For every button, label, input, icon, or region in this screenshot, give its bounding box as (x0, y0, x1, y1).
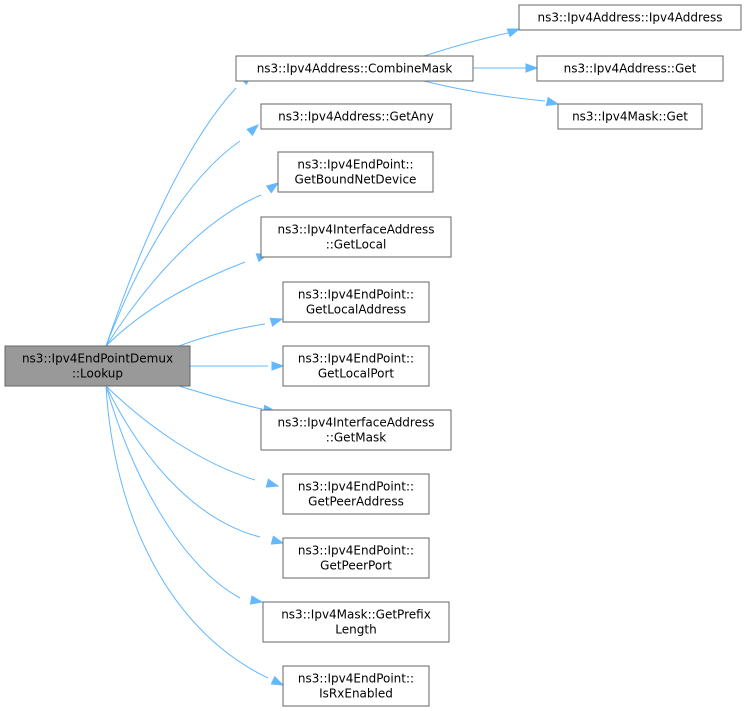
node-label: ::Lookup (72, 367, 123, 381)
arrowhead-icon (269, 317, 284, 327)
edge-line (105, 261, 246, 347)
node-box (262, 601, 450, 643)
edge-line (105, 87, 237, 347)
edge-root-to-get_local_address (178, 317, 284, 347)
node-get-local-address[interactable]: ns3::Ipv4EndPoint::GetLocalAddress (282, 281, 430, 323)
edge-line (105, 140, 241, 347)
node-label: GetPeerPort (320, 559, 392, 573)
arrowhead-icon (246, 124, 260, 137)
node-box (235, 55, 474, 82)
edge-root-to-get_peer_address (105, 385, 280, 488)
node-get-any[interactable]: ns3::Ipv4Address::GetAny (260, 103, 452, 130)
node-label: ns3::Ipv4EndPoint:: (298, 480, 414, 494)
node-label: ns3::Ipv4Mask::GetPrefix (281, 608, 431, 622)
node-label: ns3::Ipv4Mask::Get (572, 110, 688, 124)
node-label: ns3::Ipv4EndPoint:: (298, 544, 414, 558)
node-iface-get-local[interactable]: ns3::Ipv4InterfaceAddress::GetLocal (260, 216, 452, 258)
arrowhead-icon (525, 63, 539, 73)
node-label: GetPeerAddress (308, 495, 404, 509)
node-iface-get-mask[interactable]: ns3::Ipv4InterfaceAddress::GetMask (260, 409, 452, 451)
node-label: ns3::Ipv4Address::Ipv4Address (537, 11, 722, 25)
node-box (536, 55, 724, 82)
arrowhead-icon (270, 675, 285, 686)
arrowhead-icon (265, 182, 280, 194)
node-label: ::GetLocal (326, 238, 387, 252)
edge-line (423, 32, 509, 57)
node-box (282, 665, 430, 707)
node-label: ns3::Ipv4EndPoint:: (298, 288, 414, 302)
arrowhead-icon (545, 96, 560, 107)
node-box (282, 345, 430, 387)
edge-line (105, 385, 261, 538)
arrowhead-icon (249, 595, 264, 605)
node-ipv4mask-get[interactable]: ns3::Ipv4Mask::Get (557, 103, 703, 130)
node-box (260, 409, 452, 451)
node-ipv4address-get[interactable]: ns3::Ipv4Address::Get (536, 55, 724, 82)
node-label: ns3::Ipv4InterfaceAddress (278, 416, 435, 430)
node-get-peer-port[interactable]: ns3::Ipv4EndPoint::GetPeerPort (282, 537, 430, 579)
node-combine-mask[interactable]: ns3::Ipv4Address::CombineMask (235, 55, 474, 82)
node-box (557, 103, 703, 130)
node-is-rx-enabled[interactable]: ns3::Ipv4EndPoint::IsRxEnabled (282, 665, 430, 707)
node-box (4, 345, 191, 387)
edge-line (423, 80, 546, 102)
arrowhead-icon (265, 478, 280, 488)
node-root[interactable]: ns3::Ipv4EndPointDemux::Lookup (4, 345, 191, 387)
node-label: Length (335, 623, 376, 637)
node-box (260, 216, 452, 258)
edge-line (105, 385, 241, 599)
edge-root-to-get_local_port (190, 361, 285, 371)
edge-root-to-combine_mask (105, 73, 254, 347)
node-box (518, 4, 742, 31)
edge-root-to-iface_get_mask (178, 385, 277, 414)
edge-root-to-get_peer_port (105, 385, 285, 545)
node-label: ns3::Ipv4EndPoint:: (298, 352, 414, 366)
edge-root-to-get_prefix_length (105, 385, 264, 605)
node-box (277, 151, 434, 193)
node-get-peer-address[interactable]: ns3::Ipv4EndPoint::GetPeerAddress (282, 473, 430, 515)
edge-line (105, 385, 256, 481)
arrowhead-icon (271, 361, 285, 371)
node-box (282, 281, 430, 323)
edge-line (178, 323, 266, 347)
edge-combine_mask-to-ipv4mask_get (423, 80, 560, 107)
edge-line (105, 194, 262, 347)
node-label: ns3::Ipv4EndPointDemux (22, 352, 173, 366)
node-label: IsRxEnabled (319, 687, 393, 701)
edge-root-to-iface_get_local (105, 253, 270, 347)
node-box (282, 537, 430, 579)
node-label: GetLocalPort (318, 367, 395, 381)
edge-root-to-get_bound_net_device (105, 182, 280, 347)
node-label: ns3::Ipv4InterfaceAddress (278, 223, 435, 237)
node-get-local-port[interactable]: ns3::Ipv4EndPoint::GetLocalPort (282, 345, 430, 387)
node-label: GetBoundNetDevice (295, 173, 417, 187)
node-label: ns3::Ipv4Address::GetAny (278, 110, 434, 124)
node-box (282, 473, 430, 515)
edge-combine_mask-to-ipv4address_get (473, 63, 539, 73)
edge-root-to-get_any (105, 124, 260, 347)
node-ipv4address-ctor[interactable]: ns3::Ipv4Address::Ipv4Address (518, 4, 742, 31)
node-label: ns3::Ipv4EndPoint:: (298, 672, 414, 686)
edge-line (105, 385, 269, 679)
node-label: ns3::Ipv4Address::CombineMask (257, 62, 453, 76)
node-label: ::GetMask (326, 431, 386, 445)
edge-combine_mask-to-ipv4address_ctor (423, 28, 521, 57)
node-label: ns3::Ipv4EndPoint:: (297, 158, 413, 172)
arrowhead-icon (506, 28, 521, 38)
node-get-bound-net-device[interactable]: ns3::Ipv4EndPoint::GetBoundNetDevice (277, 151, 434, 193)
arrowhead-icon (270, 535, 285, 545)
edge-root-to-is_rx_enabled (105, 385, 285, 686)
node-label: GetLocalAddress (306, 303, 406, 317)
node-label: ns3::Ipv4Address::Get (564, 62, 697, 76)
node-box (260, 103, 452, 130)
edge-line (178, 385, 263, 410)
